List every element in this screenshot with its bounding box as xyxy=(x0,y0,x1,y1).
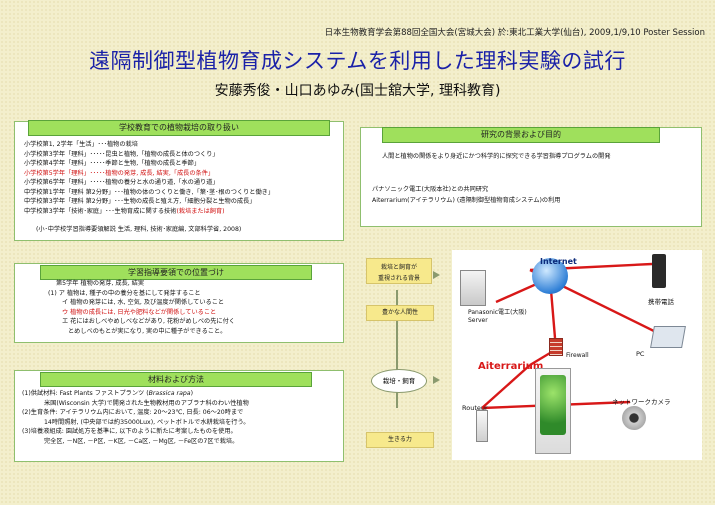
school-line-text: 中学校第3学年「技術･家庭」･･･生物育成に関する技術 xyxy=(24,207,177,215)
materials-line: (3)培養液組成: 園試処方を基準に, 以下のように新たに考案したものを使用。 xyxy=(22,428,237,435)
position-line: 第5学年 植物の発芽, 成長, 結実 xyxy=(56,280,145,287)
flow-cultivation-ellipse: 栽培・飼育 xyxy=(371,369,427,393)
species-name: Brassica rapa xyxy=(148,390,191,397)
school-line-highlight: 小学校第5学年「理科」･････植物の発芽, 成長, 結実,「成長の条件」 xyxy=(24,169,215,177)
materials-line-prefix: (1)供試材料: Fast Plants ファストプランツ ( xyxy=(22,390,149,397)
school-list: 小学校第1, 2学年「生活」･･･植物の栽培 小学校第3学年「理科」･････昆… xyxy=(24,140,340,216)
router-label: Routeur xyxy=(462,404,488,412)
materials-line: 米国(Wisconsin 大学)で開発された生物教材用のアブラナ科のわい性植物 xyxy=(44,399,249,407)
position-line: とめしべのもとが実になり, 実の中に種子ができること。 xyxy=(68,327,227,335)
school-source: (小･中学校学習指導要領解説 生活, 理科, 技術･家庭編, 文部科学省, 20… xyxy=(36,226,242,233)
flow-connector xyxy=(396,290,398,408)
materials-line: 14時間照射, (中央部では約35000Lux), ペットボトルで水耕栽培を行う… xyxy=(44,418,250,426)
school-line: 中学校第3学年「技術･家庭」･･･生物育成に関する技術(栽培または飼育) xyxy=(24,207,340,217)
materials-list: (1)供試材料: Fast Plants ファストプランツ (Brassica … xyxy=(22,389,250,446)
firewall-label: Firewall xyxy=(566,352,589,359)
internet-label: Internet xyxy=(540,257,577,266)
flow-background-box: 栽培と飼育が 重視される背景 xyxy=(366,258,432,284)
plant-icon xyxy=(540,375,566,435)
flow-zest-box: 生きる力 xyxy=(366,432,434,448)
internet-globe-icon xyxy=(532,258,568,294)
network-diagram: Internet Panasonic電工(大阪) Server Firewall… xyxy=(452,250,702,460)
router-icon xyxy=(476,410,488,442)
arrow-right-icon xyxy=(433,271,440,279)
school-line: 小学校第6学年「理科」･････植物の養分と水の通り道,「水の通り道」 xyxy=(24,179,219,186)
materials-heading: 材料および方法 xyxy=(40,372,312,387)
position-line: イ 植物の発芽には, 水, 空気, 及び温度が関係していること xyxy=(62,299,225,306)
aiterrarium-cabinet-icon xyxy=(535,368,571,454)
laptop-icon xyxy=(650,326,686,348)
materials-line: (2)生育条件: アイテラリウム内において, 温度: 20～23℃, 日長: 0… xyxy=(22,409,244,416)
network-camera-icon xyxy=(622,406,646,430)
materials-line: 完全区, －N区, －P区, －K区, －Ca区, －Mg区, －Fe区の7区で… xyxy=(44,437,239,445)
firewall-icon xyxy=(549,338,563,356)
materials-line: (1)供試材料: Fast Plants ファストプランツ (Brassica … xyxy=(22,389,250,399)
position-list: 第5学年 植物の発芽, 成長, 結実 (1) ア 植物は, 種子の中の養分を基に… xyxy=(48,279,235,336)
school-line: 中学校第1学年「理科 第2分野」･･･植物の体のつくりと働き,「葉･茎･根のつく… xyxy=(24,188,275,196)
flow-background-text: 栽培と飼育が 重視される背景 xyxy=(377,264,420,282)
server-label: Panasonic電工(大阪) Server xyxy=(468,309,527,324)
background-heading: 研究の背景および目的 xyxy=(382,127,660,143)
school-line: 小学校第4学年「理科」･････季節と生物,「植物の成長と季節」 xyxy=(24,160,201,167)
school-box xyxy=(14,121,344,241)
background-box xyxy=(360,127,702,227)
pc-label: PC xyxy=(636,350,645,358)
background-line: Aiterrarium(アイテラリウム) (遠隔制御型植物育成システム)の利用 xyxy=(372,197,561,204)
background-line: 人間と植物の関係をより身近にかつ科学的に探究できる学習指導プログラムの開発 xyxy=(382,153,611,160)
authors: 安藤秀俊・山口あゆみ(国士舘大学, 理科教育) xyxy=(214,83,501,99)
phone-label: 携帯電話 xyxy=(648,298,674,306)
server-icon xyxy=(460,270,486,306)
school-line: 小学校第1, 2学年「生活」･･･植物の栽培 xyxy=(24,141,138,148)
camera-label: ネットワークカメラ xyxy=(612,398,671,406)
aiterrarium-brand: Aiterrarium xyxy=(478,361,544,372)
poster-title: 遠隔制御型植物育成システムを利用した理科実験の試行 xyxy=(89,49,626,73)
background-line: パナソニック電工(大阪本社)との共同研究 xyxy=(372,186,489,193)
position-line: (1) ア 植物は, 種子の中の養分を基にして発芽すること xyxy=(48,289,201,297)
school-heading: 学校教育での植物栽培の取り扱い xyxy=(28,120,330,136)
arrow-right-icon xyxy=(433,376,440,384)
school-line: 小学校第3学年「理科」･････昆虫と植物,「植物の成長と体のつくり」 xyxy=(24,150,219,158)
conference-info: 日本生物教育学会第88回全国大会(宮城大会) 於:東北工業大学(仙台), 200… xyxy=(324,28,705,38)
school-line-note: (栽培または飼育) xyxy=(176,207,225,215)
school-line: 中学校第3学年「理科 第2分野」･･･生物の成長と殖え方,「細胞分裂と生物の成長… xyxy=(24,198,256,205)
mobile-phone-icon xyxy=(652,254,666,288)
position-line: エ 花にはおしべやめしべなどがあり, 花粉がめしべの先に付く xyxy=(62,318,235,325)
position-heading: 学習指導要領での位置づけ xyxy=(40,265,312,280)
position-line-highlight: ウ 植物の成長には, 日光や肥料などが関係していること xyxy=(62,308,217,316)
flow-humanity-box: 豊かな人間性 xyxy=(366,305,434,321)
materials-line-suffix: ) xyxy=(190,390,194,397)
